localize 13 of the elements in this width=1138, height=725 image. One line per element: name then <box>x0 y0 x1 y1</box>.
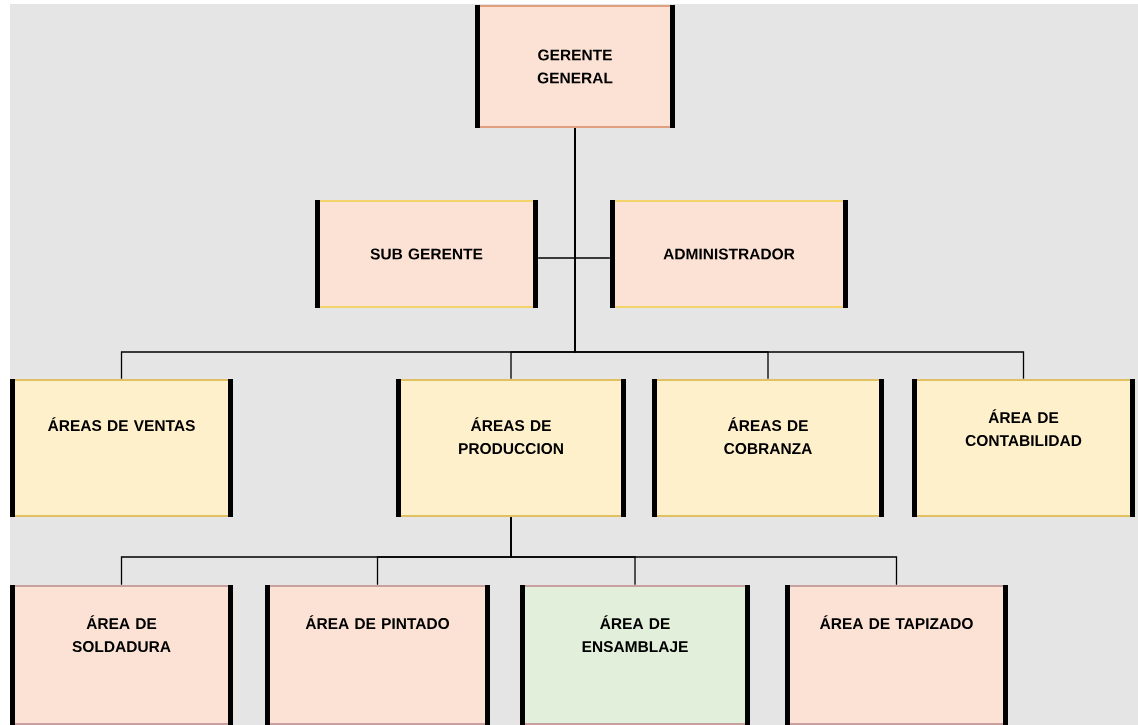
org-box: ÁREA DE ENSAMBLAJE <box>519 585 751 725</box>
org-box: ÁREAS DE VENTAS <box>9 379 234 517</box>
org-box: ÁREAS DE PRODUCCION <box>395 379 627 517</box>
org-box: ADMINISTRADOR <box>609 200 849 308</box>
org-box: ÁREAS DE COBRANZA <box>651 379 885 517</box>
org-box: ÁREA DE TAPIZADO <box>784 585 1009 725</box>
connector-line <box>574 127 1025 380</box>
connector-line <box>510 516 898 586</box>
org-box: ÁREA DE PINTADO <box>264 585 491 725</box>
org-box: ÁREA DE CONTABILIDAD <box>911 379 1136 517</box>
org-box: GERENTE GENERAL <box>474 5 676 128</box>
org-box: SUB GERENTE <box>314 200 539 308</box>
org-box: ÁREA DE SOLDADURA <box>9 585 234 725</box>
